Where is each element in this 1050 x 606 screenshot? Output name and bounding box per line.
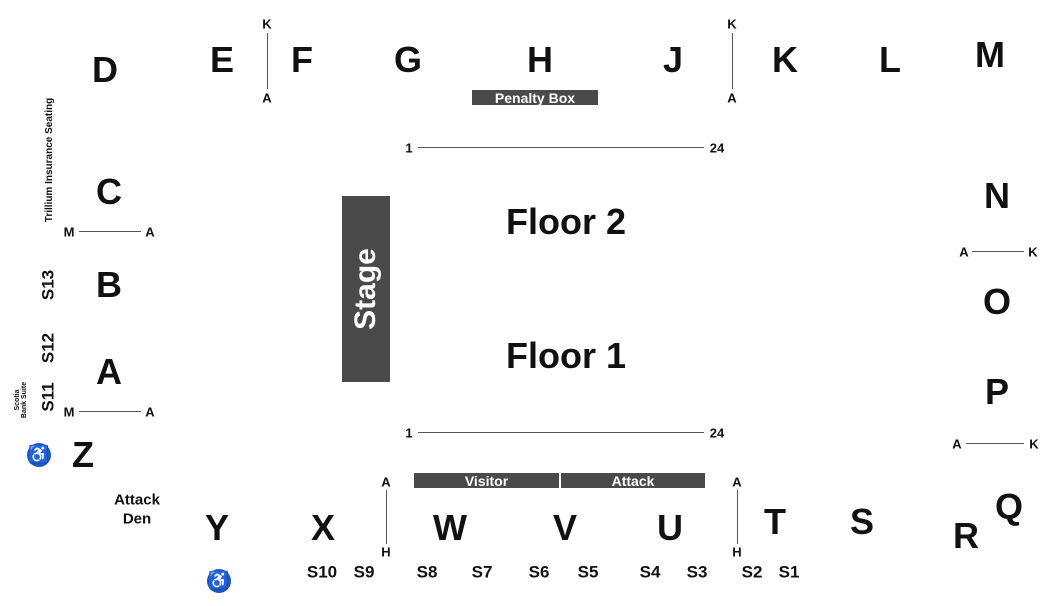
row-marker-a-right: A [145,404,155,420]
trillium-label: Trillium Insurance Seating [44,97,55,223]
row-line-jk [732,33,733,89]
row-line-xw [386,490,387,544]
floor-row-top-line [418,147,704,148]
attack-bench: Attack [561,473,705,488]
section-j[interactable]: J [662,39,684,80]
floor-row-top-start: 1 [405,140,413,156]
floor-row-bottom-start: 1 [405,425,413,441]
suite-s13[interactable]: S13 [38,269,58,301]
row-marker-jk-top: K [727,16,737,32]
row-marker-ef-top: K [262,16,272,32]
stage-label: Stage [349,248,382,330]
row-marker-n-right: K [1028,244,1038,260]
row-line-a [79,411,141,412]
suite-s7[interactable]: S7 [471,562,493,582]
section-r[interactable]: R [953,515,979,556]
row-marker-ut-bottom: H [732,544,742,560]
attack-den-line2: Den [122,510,152,527]
section-t[interactable]: T [764,501,786,542]
section-z[interactable]: Z [72,434,94,475]
floor-row-bottom-line [418,432,704,433]
section-d[interactable]: D [92,49,118,90]
visitor-bench: Visitor [414,473,559,488]
wheelchair-icon: ♿ [27,443,51,467]
section-n[interactable]: N [984,175,1010,216]
row-marker-c-right: A [145,224,155,240]
suite-s8[interactable]: S8 [416,562,438,582]
row-marker-p-right: K [1029,436,1039,452]
row-line-ef [267,33,268,89]
row-marker-ef-bottom: A [262,90,272,106]
section-c[interactable]: C [96,171,122,212]
penalty-box: Penalty Box [472,90,598,105]
section-e[interactable]: E [209,39,235,80]
floor-row-bottom-end: 24 [709,425,725,441]
section-x[interactable]: X [310,507,336,548]
row-line-ut [737,490,738,544]
suite-s11[interactable]: S11 [38,382,58,412]
row-marker-c-left: M [63,224,75,240]
row-line-n [972,251,1024,252]
section-u[interactable]: U [657,507,683,548]
section-q[interactable]: Q [994,486,1024,527]
section-l[interactable]: L [879,39,901,80]
row-marker-n-left: A [959,244,969,260]
row-marker-a-left: M [63,404,75,420]
row-marker-jk-bottom: A [727,90,737,106]
stage: Stage [342,196,390,382]
row-line-c [79,231,141,232]
floor-row-top-end: 24 [709,140,725,156]
section-p[interactable]: P [984,371,1010,412]
row-marker-ut-top: A [732,474,742,490]
wheelchair-icon: ♿ [207,569,231,593]
row-marker-xw-bottom: H [381,544,391,560]
section-a[interactable]: A [96,351,122,392]
suite-s2[interactable]: S2 [741,562,763,582]
scotia-label: Scotia Bank Suite [14,381,28,419]
row-line-p [966,443,1024,444]
suite-s10[interactable]: S10 [306,562,338,582]
section-s[interactable]: S [849,501,875,542]
suite-s1[interactable]: S1 [778,562,800,582]
attack-den-line1: Attack [114,491,160,509]
row-marker-xw-top: A [381,474,391,490]
section-f[interactable]: F [291,39,313,80]
suite-s5[interactable]: S5 [577,562,599,582]
floor-2[interactable]: Floor 2 [505,201,627,242]
section-y[interactable]: Y [204,507,230,548]
floor-1[interactable]: Floor 1 [505,335,627,376]
section-h[interactable]: H [527,39,553,80]
section-g[interactable]: G [393,39,423,80]
section-w[interactable]: W [433,507,467,548]
section-b[interactable]: B [96,264,122,305]
attack-den[interactable]: Attack Den [114,491,160,529]
suite-s6[interactable]: S6 [528,562,550,582]
suite-s3[interactable]: S3 [686,562,708,582]
section-o[interactable]: O [982,281,1012,322]
suite-s9[interactable]: S9 [353,562,375,582]
suite-s12[interactable]: S12 [38,332,58,364]
suite-s4[interactable]: S4 [639,562,661,582]
section-k[interactable]: K [772,39,798,80]
section-v[interactable]: V [552,507,578,548]
section-m[interactable]: M [975,34,1005,75]
row-marker-p-left: A [952,436,962,452]
